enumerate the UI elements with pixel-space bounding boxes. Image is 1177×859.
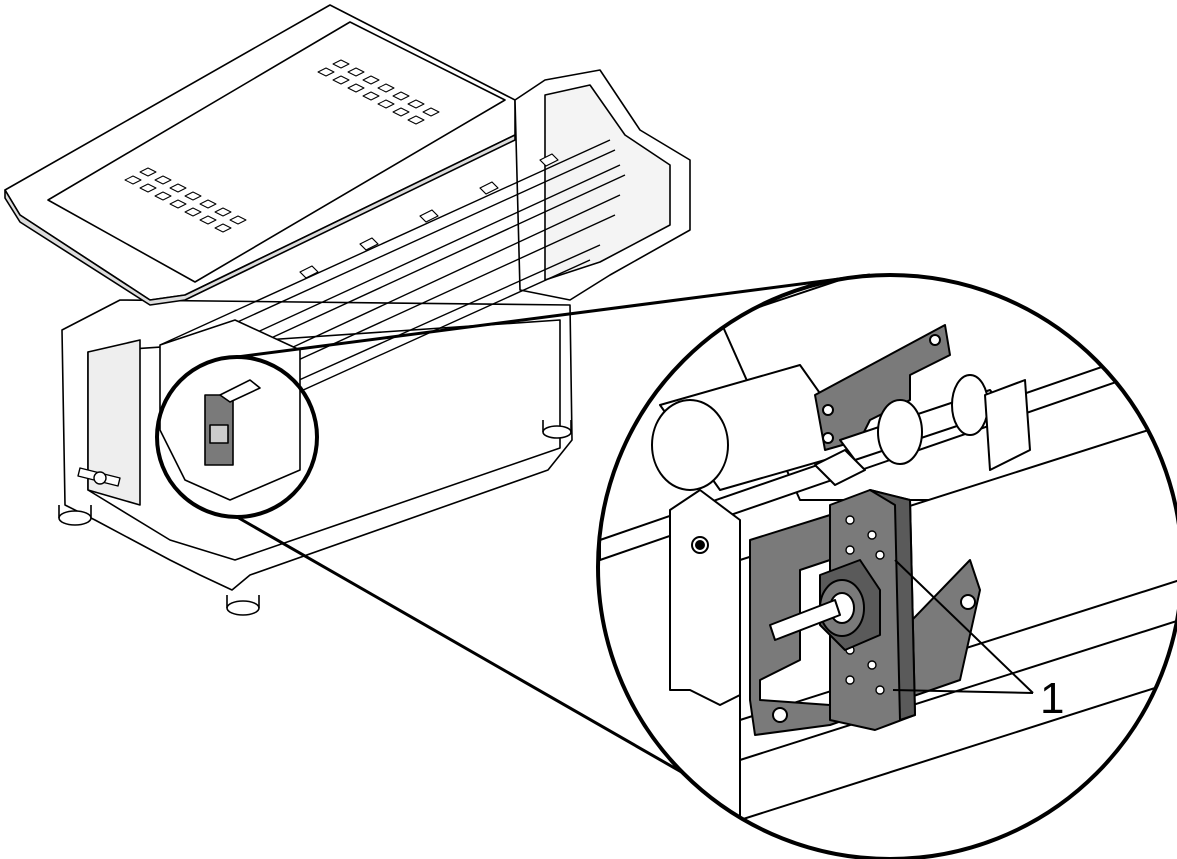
feed-table-edge xyxy=(4,134,516,306)
machine-feet xyxy=(58,420,572,616)
detail-magnifier-circle xyxy=(596,273,1177,859)
vent-grille-right xyxy=(317,59,440,125)
callout-1-label: 1 xyxy=(1040,674,1064,723)
detail-lower-rail-3 xyxy=(739,679,1177,821)
detail-side-bracket xyxy=(669,489,741,706)
left-bracket-block xyxy=(209,424,229,444)
callout-1-leaders xyxy=(892,559,1034,694)
detail-roller-end xyxy=(651,399,729,491)
detail-lower-shaft xyxy=(769,599,841,641)
detail-bearing-block xyxy=(984,379,1031,471)
rail-brackets xyxy=(299,153,559,279)
detail-clamp xyxy=(814,449,866,486)
left-shaft xyxy=(219,379,261,403)
magnifier-leader-top xyxy=(236,273,871,359)
locking-handle xyxy=(77,467,121,487)
cabinet-shadow xyxy=(87,339,141,506)
machine-overview xyxy=(4,4,691,616)
detail-lower-rail-2 xyxy=(739,619,1177,761)
detail-upper-plate xyxy=(814,324,951,451)
detail-coupling xyxy=(877,399,923,465)
vent-grille-left xyxy=(124,167,247,233)
